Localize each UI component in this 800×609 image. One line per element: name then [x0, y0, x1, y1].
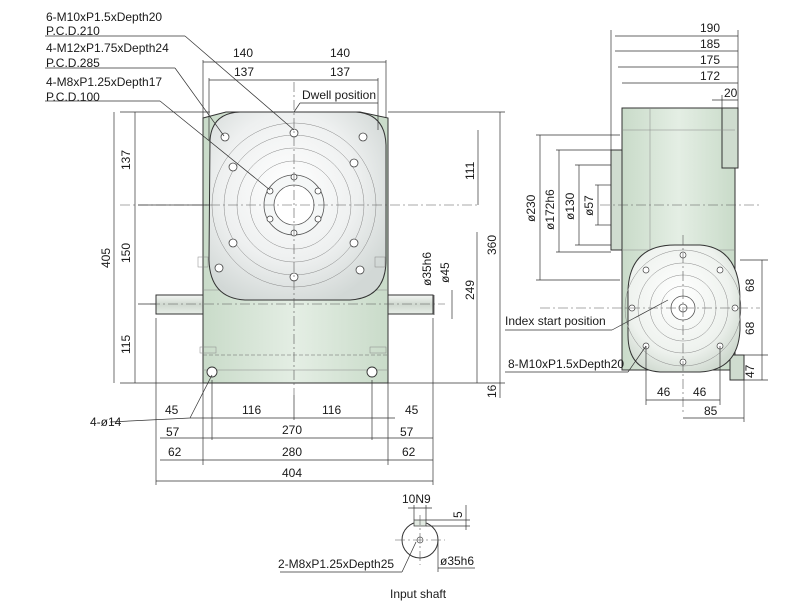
dim-top-137-left: 137 — [234, 65, 254, 79]
dim-right-360: 360 — [485, 235, 499, 255]
callout-m12-depth: 4-M12xP1.75xDepth24 — [46, 41, 169, 55]
dim-side-68-upper: 68 — [743, 278, 757, 292]
callout-pcd-100: P.C.D.100 — [46, 90, 100, 104]
callout-m10-depth: 6-M10xP1.5xDepth20 — [46, 10, 162, 24]
front-view — [120, 82, 480, 395]
dim-side-172h6: ø172h6 — [543, 189, 557, 230]
dim-bottom-116-right: 116 — [322, 403, 341, 417]
dim-bottom-45-right: 45 — [405, 403, 419, 417]
callout-shaft-tap: 2-M8xP1.25xDepth25 — [278, 557, 394, 571]
dim-side-85: 85 — [704, 404, 718, 418]
dim-bottom-57-right: 57 — [400, 425, 414, 439]
dim-left-150: 150 — [119, 243, 133, 263]
dim-side-190: 190 — [700, 21, 720, 35]
dim-side-47: 47 — [743, 364, 757, 378]
side-dimension-labels: 190 185 175 172 20 ø230 ø172h6 ø130 ø57 … — [451, 21, 757, 518]
callout-shaft-keyway: 10N9 — [402, 492, 431, 506]
side-dimension-lines — [505, 30, 768, 422]
mount-hole-right — [366, 366, 378, 378]
dim-side-172: 172 — [700, 69, 720, 83]
dim-bottom-270: 270 — [282, 423, 302, 437]
dim-shaft-45: ø45 — [438, 262, 452, 283]
front-dimension-lines — [109, 60, 505, 485]
left-input-shaft — [155, 294, 204, 315]
dim-bottom-116-left: 116 — [242, 403, 261, 417]
dim-side-230: ø230 — [524, 194, 538, 222]
mount-hole-left — [206, 366, 218, 378]
right-input-shaft — [387, 294, 434, 315]
dim-bottom-45-left: 45 — [165, 403, 179, 417]
callout-index-start: Index start position — [505, 314, 606, 328]
dim-side-185: 185 — [700, 37, 720, 51]
dim-top-140-right: 140 — [330, 46, 350, 60]
dim-side-175: 175 — [700, 53, 720, 67]
callout-dwell-position: Dwell position — [302, 88, 376, 102]
callout-side-m10: 8-M10xP1.5xDepth20 — [508, 357, 624, 371]
dim-top-137-right: 137 — [330, 65, 350, 79]
dim-bottom-62-left: 62 — [168, 445, 182, 459]
side-view — [540, 107, 760, 415]
dim-shaft-35h6: ø35h6 — [420, 252, 434, 286]
dim-left-405: 405 — [99, 248, 113, 268]
callout-mount-holes: 4-ø14 — [90, 415, 122, 429]
callout-input-shaft: Input shaft — [390, 587, 447, 601]
dim-side-57: ø57 — [582, 195, 596, 216]
callout-m8-depth: 4-M8xP1.25xDepth17 — [46, 75, 162, 89]
dim-side-46-left: 46 — [657, 385, 671, 399]
dim-side-20: 20 — [724, 86, 738, 100]
callout-leaders — [45, 35, 378, 191]
dim-bottom-57-left: 57 — [166, 425, 180, 439]
dim-bottom-62-right: 62 — [402, 445, 416, 459]
dim-left-115: 115 — [119, 335, 133, 354]
callout-labels: 6-M10xP1.5xDepth20 P.C.D.210 4-M12xP1.75… — [46, 10, 624, 601]
dim-side-130: ø130 — [563, 192, 577, 220]
input-shaft-detail — [280, 505, 475, 573]
dim-shaft-5: 5 — [451, 511, 465, 518]
dim-top-140-left: 140 — [233, 46, 253, 60]
dim-left-137: 137 — [119, 150, 133, 170]
front-dimension-labels: 140 140 137 137 137 150 115 405 111 360 … — [99, 46, 499, 480]
callout-shaft-dia: ø35h6 — [440, 554, 474, 568]
callout-pcd-210: P.C.D.210 — [46, 24, 100, 38]
dim-right-111: 111 — [463, 161, 477, 180]
dim-right-16: 16 — [485, 384, 499, 398]
callout-pcd-285: P.C.D.285 — [46, 56, 100, 70]
dim-bottom-280: 280 — [282, 445, 302, 459]
dim-bottom-404: 404 — [282, 466, 302, 480]
dim-side-46-right: 46 — [693, 385, 707, 399]
dim-side-68-lower: 68 — [743, 321, 757, 335]
dim-right-249: 249 — [463, 280, 477, 300]
